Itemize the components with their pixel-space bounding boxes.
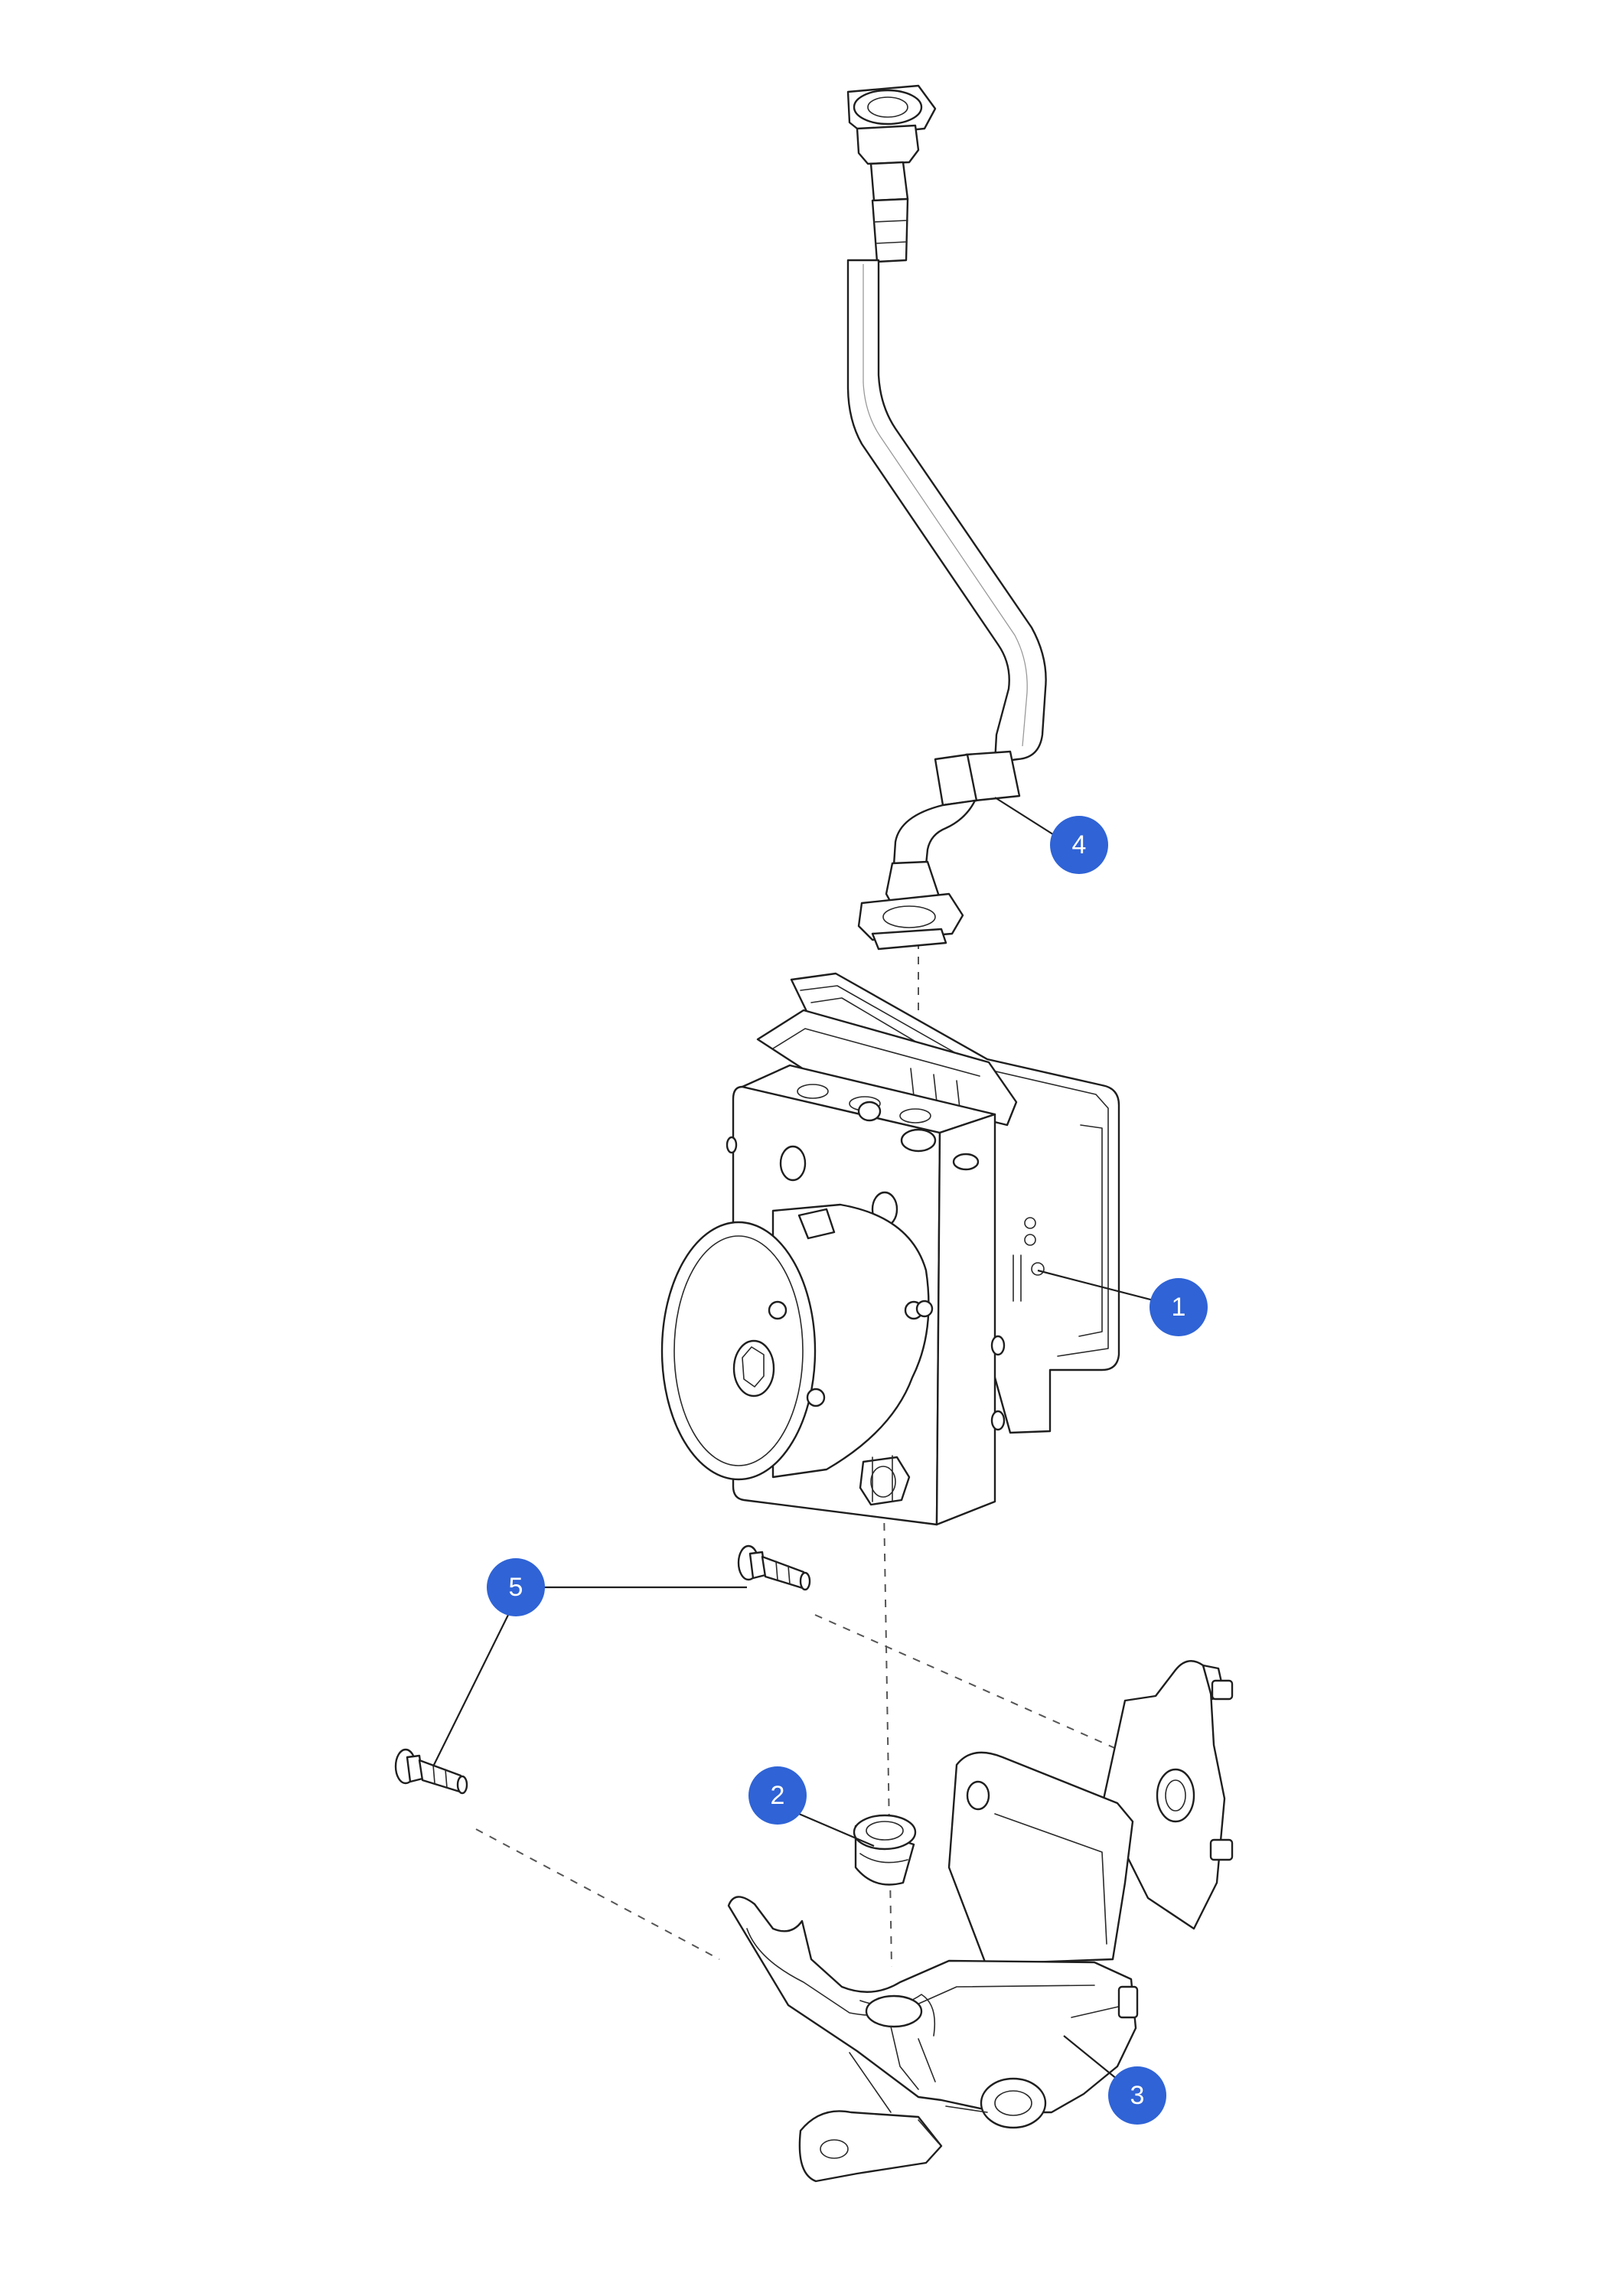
mounting-bracket — [727, 1660, 1234, 2183]
callout-5: 5 — [487, 1558, 545, 1616]
callout-badge-3 — [1108, 2066, 1166, 2125]
callout-3: 3 — [1108, 2066, 1166, 2125]
callout-badge-4 — [1050, 816, 1108, 874]
callout-badge-1 — [1150, 1278, 1208, 1336]
callout-4: 4 — [1050, 816, 1108, 874]
leader-4 — [994, 797, 1058, 838]
callout-label-2: 2 — [771, 1781, 785, 1810]
callout-label-5: 5 — [509, 1573, 523, 1602]
callout-label-1: 1 — [1172, 1293, 1186, 1322]
leader-2 — [798, 1812, 875, 1848]
callout-1: 1 — [1150, 1278, 1208, 1336]
callout-2: 2 — [748, 1766, 807, 1825]
callout-badge-2 — [748, 1766, 807, 1825]
callout-label-3: 3 — [1130, 2081, 1145, 2110]
abs-modulator-unit — [660, 972, 1120, 1526]
callout-badge-5 — [487, 1558, 545, 1616]
brake-line-hose — [846, 84, 1047, 951]
leader-5b — [432, 1605, 514, 1767]
rubber-grommet — [853, 1814, 917, 1886]
callout-label-4: 4 — [1072, 830, 1087, 859]
flange-bolts — [394, 1544, 811, 1795]
